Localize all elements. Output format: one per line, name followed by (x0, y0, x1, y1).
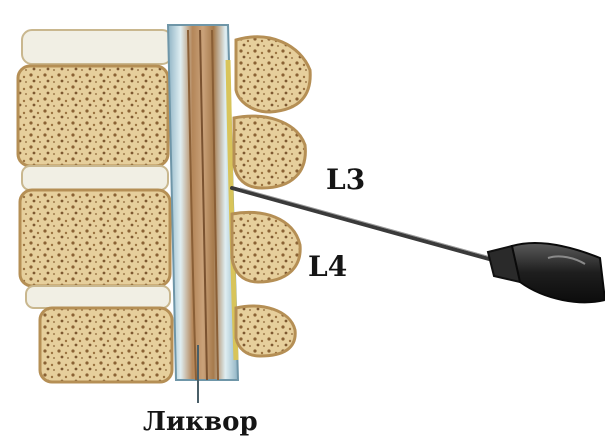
syringe-body (512, 243, 605, 302)
disc-2 (26, 286, 170, 308)
disc-top (22, 30, 172, 64)
spinous-process-1 (236, 37, 310, 112)
disc-1 (22, 166, 168, 190)
spinal-canal (168, 25, 238, 380)
spinous-process-l4 (232, 212, 300, 282)
vertebral-body-3 (40, 308, 172, 382)
vertebral-bodies (18, 30, 172, 382)
spinous-process-l3 (234, 116, 305, 188)
vertebral-body-2 (20, 190, 170, 286)
spinous-process-5 (236, 306, 295, 356)
label-csf: Ликвор (143, 407, 258, 437)
vertebral-body-1 (18, 66, 168, 166)
label-l4: L4 (308, 250, 347, 283)
label-l3: L3 (326, 163, 365, 196)
